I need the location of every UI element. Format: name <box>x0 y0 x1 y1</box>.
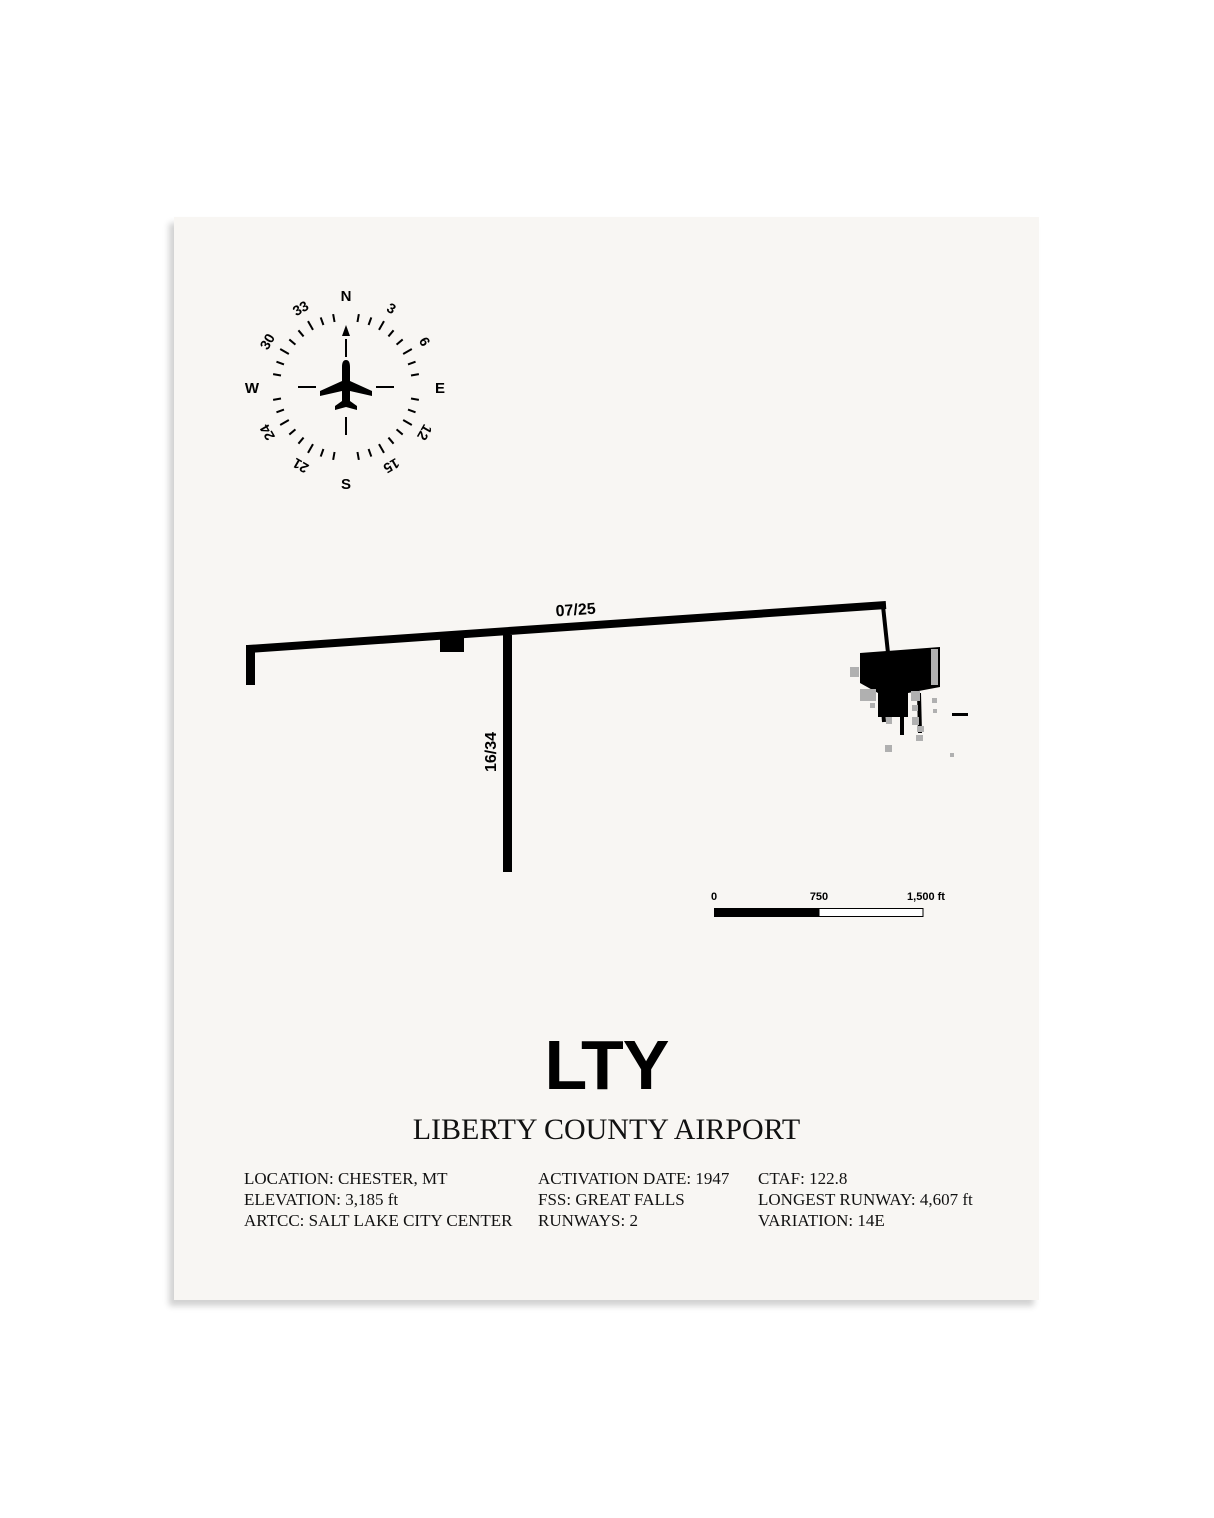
runway-16-34 <box>503 635 512 872</box>
compass-tick <box>402 419 413 426</box>
scale-label-750: 750 <box>810 891 828 903</box>
compass-tick <box>332 313 336 323</box>
taxiway-east <box>881 605 890 654</box>
compass-ticks <box>272 313 420 461</box>
buildings <box>850 649 954 757</box>
compass-tick <box>395 428 404 436</box>
compass-heading-12: 12 <box>414 422 436 444</box>
info-variation: VARIATION: 14E <box>758 1211 885 1230</box>
building <box>933 709 937 713</box>
compass-tick <box>367 448 373 457</box>
building <box>932 698 937 703</box>
compass-tick <box>332 451 336 461</box>
runway-07-25 <box>247 601 887 653</box>
compass-tick <box>288 338 297 346</box>
holding-apron <box>440 638 464 652</box>
compass-heading-21: 21 <box>290 455 312 477</box>
compass-tick <box>307 320 314 331</box>
main-apron <box>860 647 940 717</box>
small-apron <box>952 713 968 716</box>
scale-bar-empty <box>818 908 924 917</box>
runway-16-34-label: 16/34 <box>483 732 500 772</box>
building <box>912 717 919 725</box>
compass-tick <box>395 338 404 346</box>
compass-tick <box>378 320 385 331</box>
building <box>860 689 876 701</box>
compass-tick <box>297 329 305 338</box>
building <box>850 667 859 677</box>
info-longest-runway: LONGEST RUNWAY: 4,607 ft <box>758 1190 973 1209</box>
compass-west: W <box>245 380 260 397</box>
compass-tick <box>410 397 420 401</box>
compass-tick <box>297 436 305 445</box>
compass-tick <box>276 408 285 414</box>
airplane-icon <box>320 360 372 410</box>
scale-bar-filled <box>714 908 819 917</box>
scale-label-1500: 1,500 ft <box>907 891 945 903</box>
building <box>870 703 875 708</box>
airport-code: LTY <box>544 1026 669 1104</box>
compass-heading-24: 24 <box>256 422 278 444</box>
info-ctaf: CTAF: 122.8 <box>758 1169 848 1188</box>
building <box>912 705 918 711</box>
compass-tick <box>307 443 314 454</box>
compass-tick <box>276 360 285 366</box>
info-column-1: LOCATION: CHESTER, MT ELEVATION: 3,185 f… <box>244 1168 512 1231</box>
building <box>950 753 954 757</box>
compass-heading-33: 33 <box>290 297 312 319</box>
compass-tick <box>367 317 373 326</box>
info-activation-date: ACTIVATION DATE: 1947 <box>538 1169 730 1188</box>
building <box>931 649 938 685</box>
compass-tick <box>272 373 282 377</box>
north-arrow-icon <box>342 325 350 336</box>
compass-tick <box>410 373 420 377</box>
compass-tick <box>272 397 282 401</box>
compass-tick <box>279 419 290 426</box>
airport-name: LIBERTY COUNTY AIRPORT <box>412 1113 801 1146</box>
info-column-2: ACTIVATION DATE: 1947 FSS: GREAT FALLS R… <box>538 1168 729 1231</box>
compass-tick <box>279 348 290 355</box>
compass-tick <box>407 360 416 366</box>
compass-heading-15: 15 <box>381 455 403 477</box>
compass-tick <box>288 428 297 436</box>
building <box>885 745 892 752</box>
info-artcc: ARTCC: SALT LAKE CITY CENTER <box>244 1211 513 1230</box>
building <box>917 726 924 732</box>
building <box>886 717 892 724</box>
info-location: LOCATION: CHESTER, MT <box>244 1169 448 1188</box>
info-elevation: ELEVATION: 3,185 ft <box>244 1190 399 1209</box>
compass-east: E <box>435 380 445 397</box>
compass-tick <box>387 329 395 338</box>
building <box>916 735 923 741</box>
compass-tick <box>378 443 385 454</box>
compass-tick <box>319 317 325 326</box>
runway-07-25-label: 07/25 <box>555 601 596 621</box>
scale-label-0: 0 <box>711 891 717 903</box>
compass-tick <box>402 348 413 355</box>
compass-tick <box>407 408 416 414</box>
compass-south: S <box>341 476 351 493</box>
compass-tick <box>387 436 395 445</box>
info-fss: FSS: GREAT FALLS <box>538 1190 685 1209</box>
runway-07-25-west-end <box>246 645 255 685</box>
airport-diagram: 07/25 16/34 0 7 <box>246 601 968 917</box>
building <box>911 691 920 701</box>
info-runways: RUNWAYS: 2 <box>538 1211 638 1230</box>
taxiway-lane-1 <box>879 682 886 723</box>
compass-north: N <box>341 288 352 305</box>
compass-heading-30: 30 <box>256 331 278 353</box>
compass-tick <box>319 448 325 457</box>
info-column-3: CTAF: 122.8 LONGEST RUNWAY: 4,607 ft VAR… <box>758 1168 973 1231</box>
compass-tick <box>356 451 360 461</box>
compass-tick <box>356 313 360 323</box>
